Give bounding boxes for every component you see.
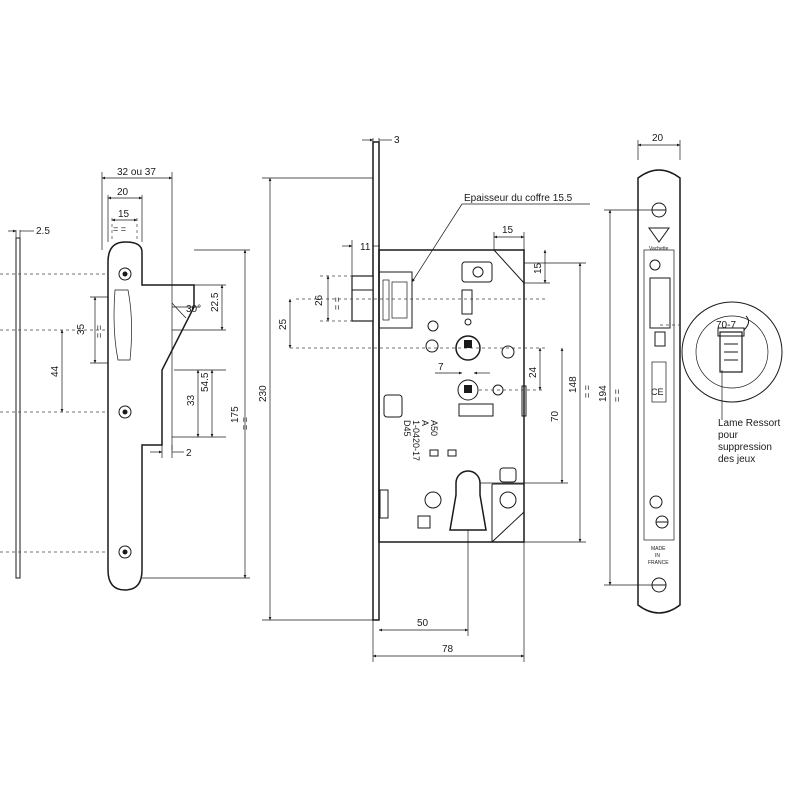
latch-26-label: 26 [314, 294, 325, 306]
latch-11-label: 11 [360, 242, 371, 253]
faceplate-194-label: 194 [598, 385, 609, 402]
faceplate-outline [637, 169, 681, 614]
strike-plate-view: 2.5 32 ou 37 20 15 = = [0, 167, 250, 591]
coffre-label: Epaisseur du coffre 15.5 [464, 193, 573, 204]
spindle-hub [455, 335, 481, 361]
dim-148-label: 148 [568, 376, 579, 393]
spindle-7-label: 7 [438, 362, 444, 373]
detail-size-label: 70-7 [716, 320, 736, 331]
ressort-label-4: des jeux [718, 454, 755, 465]
ce-mark: CE [651, 387, 664, 397]
svg-text:A50: A50 [429, 420, 439, 436]
stamp-text: D45 1-0420-17 A A50 [402, 420, 439, 461]
svg-text:= =: = = [240, 417, 250, 430]
faceplate-20-label: 20 [652, 133, 664, 144]
svg-text:IN: IN [655, 553, 660, 559]
svg-text:= =: = = [94, 325, 104, 338]
svg-text:= =: = = [113, 224, 126, 234]
svg-text:= =: = = [332, 297, 342, 310]
strike-width-total-label: 32 ou 37 [117, 167, 156, 178]
body-front-label: 3 [394, 135, 400, 146]
svg-text:D45: D45 [402, 420, 412, 437]
strike-54-label: 54.5 [200, 372, 211, 392]
strike-35-label: 35 [76, 323, 87, 335]
right-15-label: 15 [533, 262, 544, 274]
lock-faceplate-side [372, 141, 380, 621]
faceplate-inner-frame [643, 249, 675, 541]
latch-bolt [351, 271, 413, 329]
ressort-label-1: Lame Ressort [718, 418, 780, 429]
dim-70-label: 70 [550, 410, 561, 422]
svg-text:A: A [420, 420, 430, 426]
lock-case [378, 249, 525, 543]
svg-text:= =: = = [612, 389, 622, 402]
vachette-logo-icon [648, 227, 670, 243]
strike-33-label: 33 [186, 394, 197, 406]
top-15-label: 15 [502, 225, 514, 236]
strike-2-label: 2 [186, 448, 192, 459]
svg-text:FRANCE: FRANCE [648, 560, 669, 566]
cylinder-cutout [449, 470, 487, 531]
latch-25-label: 25 [278, 318, 289, 330]
strike-44-label: 44 [50, 365, 61, 377]
detail-circle [681, 301, 783, 403]
strike-width-label: 20 [117, 187, 129, 198]
strike-relief [113, 289, 132, 361]
strike-screw-hole-middle [118, 405, 132, 419]
faceplate-latch-slot [649, 277, 671, 329]
body-230-label: 230 [258, 385, 269, 402]
strike-inner-label: 15 [118, 209, 130, 220]
svg-text:MADE: MADE [651, 546, 666, 552]
lock-body-view: 3 11 26 = = 25 230 [258, 135, 592, 662]
ressort-label-2: pour [718, 430, 739, 441]
strike-plate-outline [107, 241, 195, 591]
depth-78-label: 78 [442, 644, 454, 655]
brand-label: Vachette [649, 246, 669, 252]
strike-22-label: 22.5 [210, 292, 221, 312]
internal-mechanism [379, 261, 527, 543]
strike-screw-hole-top [118, 267, 132, 281]
strike-screw-hole-bottom [118, 545, 132, 559]
strike-side-profile [15, 237, 21, 579]
faceplate-front-view: 20 Vachette CE MADE IN FRANCE 194 = = [598, 133, 681, 614]
svg-text:= =: = = [582, 385, 592, 398]
backset-50-label: 50 [417, 618, 429, 629]
spring-detail: 70-7 Lame Ressort pour suppression des j… [660, 301, 783, 465]
strike-thickness-label: 2.5 [36, 226, 50, 237]
svg-text:1-0420-17: 1-0420-17 [411, 420, 421, 461]
strike-175-label: 175 [230, 406, 241, 423]
strike-angle-label: 30° [186, 304, 201, 315]
dim-24-label: 24 [528, 366, 539, 378]
ressort-label-3: suppression [718, 442, 772, 453]
